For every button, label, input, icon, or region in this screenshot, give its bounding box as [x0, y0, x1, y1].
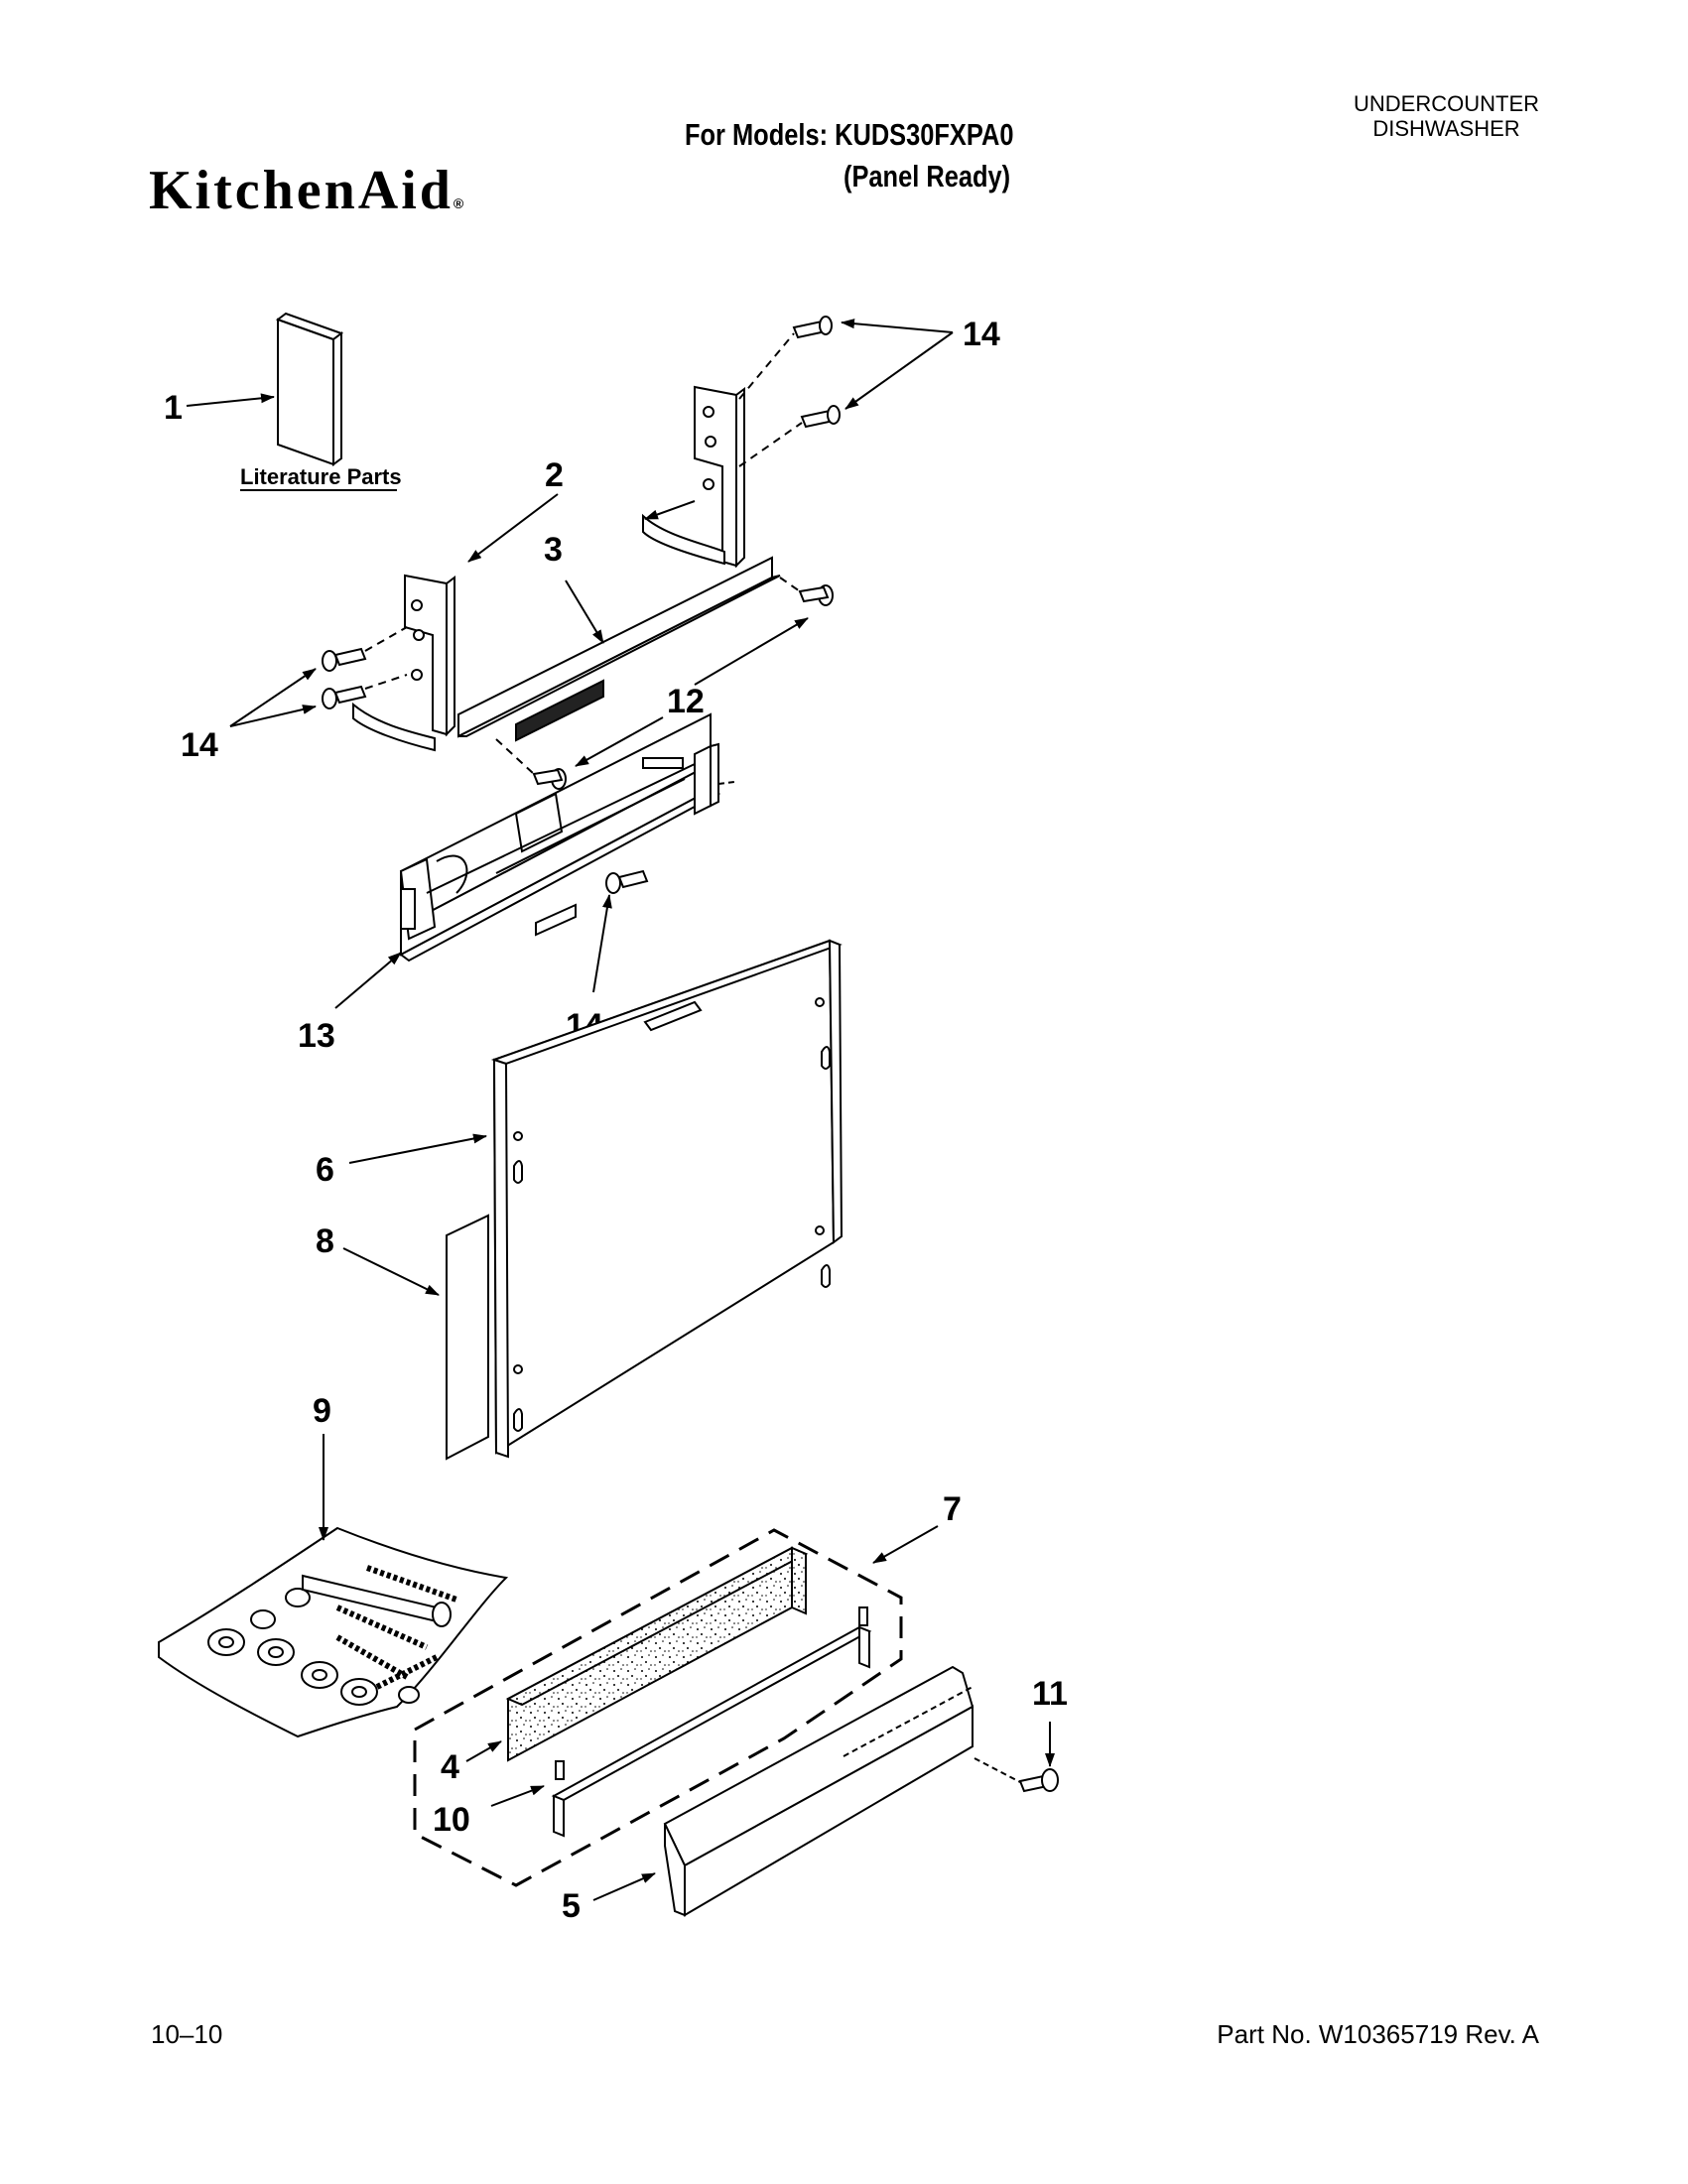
- brand-name: KitchenAid: [149, 160, 454, 221]
- part-literature: [240, 312, 397, 491]
- literature-parts-label: Literature Parts: [240, 464, 402, 489]
- part-number: Part No. W10365719 Rev. A: [1217, 2019, 1539, 2049]
- leader-2a: [644, 500, 696, 520]
- part-bracket-left: [352, 574, 455, 752]
- leader-13: [334, 952, 402, 1009]
- callout-5: 5: [562, 1887, 581, 1925]
- callout-14-top: 14: [963, 316, 1000, 353]
- models-label: For Models: KUDS30FXPA0: [685, 117, 1014, 152]
- brand-logo: KitchenAid®: [149, 159, 463, 222]
- leader-10: [490, 1785, 545, 1807]
- callout-12: 12: [667, 683, 705, 720]
- part-insulation: [446, 1214, 489, 1461]
- callout-1: 1: [164, 389, 183, 427]
- leader-3: [565, 579, 604, 644]
- callout-3: 3: [544, 531, 563, 569]
- models-variant: (Panel Ready): [844, 159, 1011, 193]
- leader-4: [465, 1740, 502, 1762]
- part-rail: [457, 556, 781, 742]
- kit-group-outline: [413, 1528, 903, 1887]
- part-hardware-bag: [158, 1526, 509, 1738]
- callout-9: 9: [313, 1392, 331, 1430]
- screws-top: [738, 316, 841, 467]
- part-inner-door: [490, 939, 844, 1459]
- leader-5: [592, 1872, 656, 1901]
- leader-7: [872, 1525, 939, 1564]
- leader-12a: [694, 617, 809, 686]
- callout-13: 13: [298, 1017, 335, 1055]
- leader-14a-2: [844, 331, 954, 410]
- leader-14a-1: [841, 319, 954, 333]
- registered-mark: ®: [453, 195, 464, 211]
- part-toe-kick: [663, 1665, 974, 1917]
- callout-11: 11: [1032, 1675, 1068, 1713]
- part-strip: [551, 1606, 872, 1838]
- callout-2: 2: [545, 456, 564, 494]
- callout-14-left: 14: [181, 726, 218, 764]
- callout-8: 8: [316, 1222, 334, 1260]
- part-bracket-right: [642, 385, 745, 569]
- part-foam-block: [505, 1546, 809, 1762]
- screw-middle: [605, 869, 649, 894]
- leader-14c: [592, 894, 612, 993]
- part-screw-11: [974, 1757, 1059, 1793]
- callout-10: 10: [433, 1801, 470, 1839]
- screws-12: [495, 577, 834, 790]
- product-type-line-1: UNDERCOUNTER: [1354, 91, 1539, 116]
- leader-14b-2: [229, 705, 317, 727]
- leader-6: [348, 1133, 487, 1164]
- part-control-assembly: [399, 712, 735, 963]
- product-type: UNDERCOUNTER DISHWASHER: [1354, 91, 1539, 141]
- leader-2b: [467, 493, 559, 563]
- leader-14b-1: [229, 668, 317, 727]
- screws-left: [322, 626, 408, 709]
- callout-4: 4: [441, 1748, 459, 1786]
- leader-8: [342, 1247, 440, 1296]
- callout-6: 6: [316, 1151, 334, 1189]
- leader-1: [186, 393, 275, 407]
- callout-7: 7: [943, 1490, 962, 1528]
- product-type-line-2: DISHWASHER: [1372, 116, 1520, 141]
- leader-12b: [575, 716, 664, 767]
- revision-date: 10–10: [151, 2019, 223, 2049]
